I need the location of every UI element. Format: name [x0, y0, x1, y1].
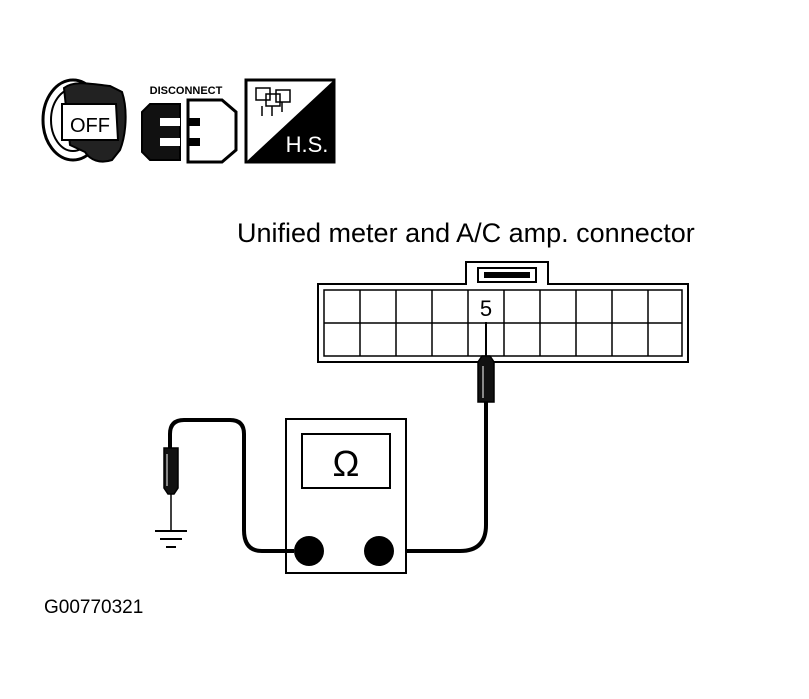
ignition-key-off-icon: OFF — [41, 78, 127, 163]
connector: 5 — [317, 261, 689, 363]
ohm-symbol: Ω — [333, 443, 360, 484]
positive-jack — [364, 536, 394, 566]
probe-positive — [477, 322, 495, 403]
lead-negative — [168, 418, 294, 553]
disconnect-connector-icon: DISCONNECT — [141, 85, 238, 164]
ohmmeter-icon: Ω — [285, 418, 407, 574]
negative-jack — [294, 536, 324, 566]
harness-label: H.S. — [286, 132, 329, 157]
probe-negative — [163, 447, 179, 530]
ignition-label: OFF — [70, 115, 110, 137]
figure-id: G00770321 — [44, 597, 144, 618]
connector-title: Unified meter and A/C amp. connector — [237, 218, 695, 248]
connector-grid — [323, 289, 683, 357]
ground-icon — [155, 530, 187, 548]
harness-side-icon: H.S. — [244, 78, 336, 164]
disconnect-label: DISCONNECT — [150, 85, 223, 97]
lead-positive — [378, 402, 488, 553]
terminal-number: 5 — [480, 296, 492, 321]
